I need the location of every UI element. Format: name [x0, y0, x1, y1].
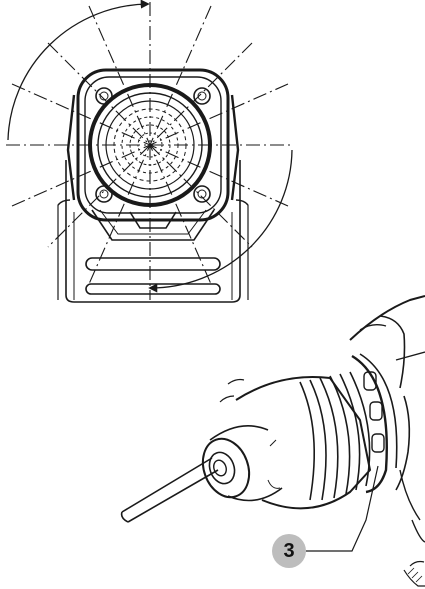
tool-body: [57, 160, 249, 303]
chuck-grip-ribs: [299, 371, 371, 501]
screw: [193, 185, 211, 203]
chuck-barrel: [219, 375, 372, 510]
callout-badge-3: 3: [272, 534, 306, 568]
sleeve-tab: [369, 401, 383, 421]
sleeve-tab: [371, 433, 385, 453]
sleeve-tab: [363, 371, 377, 391]
callout-number: 3: [283, 540, 295, 562]
drill-bit: [120, 457, 219, 523]
chuck-front-view: [6, 0, 293, 303]
vent-slot: [85, 283, 221, 295]
callout-leader-3: [306, 465, 379, 552]
tool-housing: [349, 295, 425, 587]
screw: [193, 87, 211, 105]
centerline-cross-icon: [6, 2, 292, 300]
hammer-drill-side-view: [120, 295, 425, 587]
vent-slot: [85, 257, 221, 271]
rotation-arrow-icon: [7, 0, 293, 293]
chuck-nose: [201, 424, 283, 502]
locking-sleeve: [351, 353, 398, 494]
